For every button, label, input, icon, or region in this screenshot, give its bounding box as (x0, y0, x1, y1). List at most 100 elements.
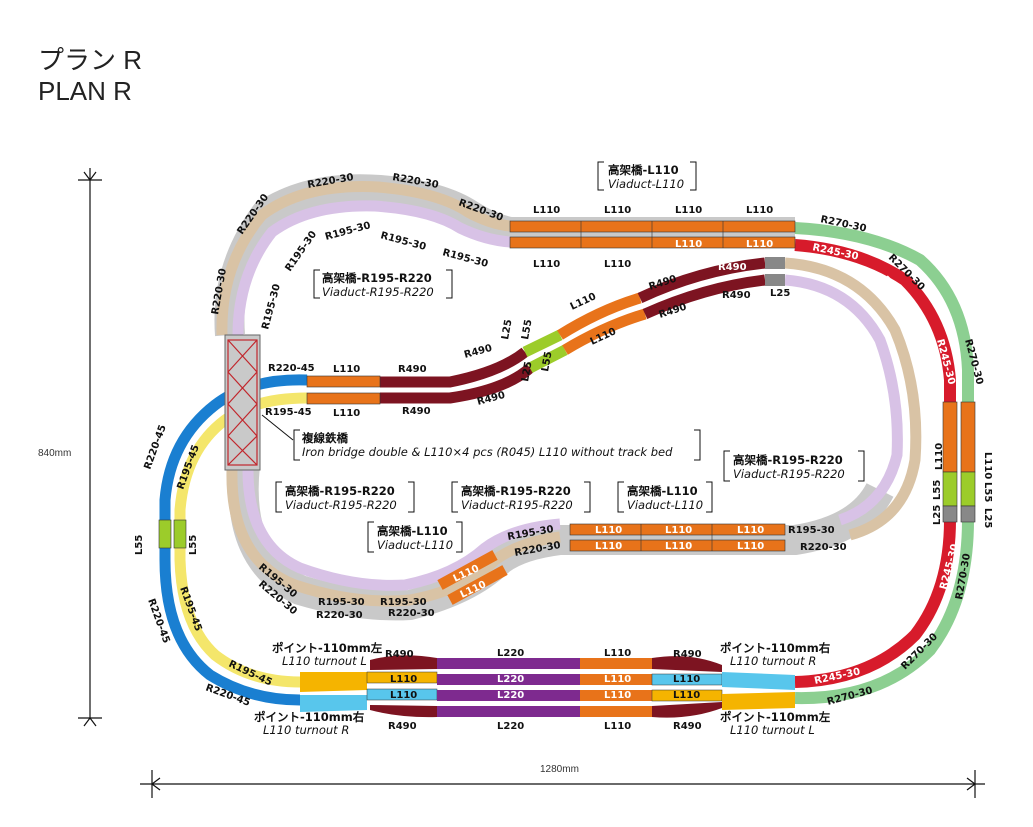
label-r490-yard-4: R490 (673, 721, 702, 732)
right-straights (942, 401, 976, 523)
l25-piece-top (765, 257, 785, 269)
label-l110-bridge-2: L110 (333, 408, 360, 419)
caption-viaduct-right: 高架橋-R195-R220 Viaduct-R195-R220 (723, 450, 865, 482)
label-l110-yard-3: L110 (604, 690, 631, 701)
label-l110-yard-8: L110 (673, 690, 700, 701)
label-l110-yard-4: L110 (604, 721, 631, 732)
caption-viaduct-right-jp: 高架橋-R195-R220 (733, 453, 843, 467)
label-l110-top-6: L110 (746, 239, 773, 250)
label-r195-30-low-d: R195-30 (318, 597, 365, 608)
track-labels: R220-30 R220-30 R220-30 R220-30 R220-30 … (134, 172, 993, 732)
plan-title-jp: プラン R (38, 45, 143, 75)
bottom-yard (300, 655, 795, 718)
caption-viaduct-low-jp: 高架橋-L110 (377, 524, 448, 538)
caption-viaduct-mid3: 高架橋-L110 Viaduct-L110 (617, 481, 713, 513)
caption-turnout-tl: ポイント-110mm左 L110 turnout L (272, 641, 383, 668)
label-l110-top-1: L110 (533, 205, 560, 216)
label-r195-30-b: R195-30 (324, 220, 372, 243)
label-r195-30-low-b: R195-30 (788, 525, 835, 536)
label-l220-yard-1: L220 (497, 648, 524, 659)
bridge-l110 (306, 375, 381, 405)
label-l110-yard-6: L110 (390, 690, 417, 701)
caption-viaduct-mid2-jp: 高架橋-R195-R220 (461, 484, 571, 498)
label-l110-top-3: L110 (675, 205, 702, 216)
label-r490-h: R490 (722, 290, 751, 301)
upper-r220-curves (216, 181, 511, 336)
label-l110-right-2: L110 (982, 452, 993, 479)
caption-viaduct-r195-left-en: Viaduct-R195-R220 (322, 285, 434, 299)
label-l25-a: L25 (500, 319, 514, 341)
label-l55-left-1: L55 (134, 535, 145, 555)
top-l110-straights (509, 220, 796, 249)
label-l110-diag-1: L110 (569, 291, 598, 313)
label-l110-low-1: L110 (595, 525, 622, 536)
label-l110-top-8: L110 (604, 259, 631, 270)
caption-turnout-bl: ポイント-110mm右 L110 turnout R (254, 710, 365, 737)
label-l220-yard-4: L220 (497, 721, 524, 732)
label-l55-right-2: L55 (982, 482, 993, 502)
diagonal-tracks (380, 257, 766, 404)
label-r220-30-low-b: R220-30 (800, 542, 847, 553)
caption-bridge-en: Iron bridge double & L110×4 pcs (R045) L… (302, 445, 673, 459)
label-l25-right-1: L25 (932, 505, 943, 525)
label-r195-45-top: R195-45 (265, 407, 312, 418)
caption-viaduct-top-jp: 高架橋-L110 (608, 163, 679, 177)
label-l110-yard-2: L110 (604, 674, 631, 685)
label-l25-b: L25 (520, 361, 534, 383)
label-l110-bridge-1: L110 (333, 364, 360, 375)
right-inner-curves (784, 257, 922, 541)
label-r220-30-low-d: R220-30 (316, 610, 363, 621)
caption-viaduct-low-en: Viaduct-L110 (377, 538, 453, 552)
caption-viaduct-mid3-en: Viaduct-L110 (627, 498, 703, 512)
caption-iron-bridge: 複線鉄橋 Iron bridge double & L110×4 pcs (R0… (261, 414, 701, 461)
label-l110-low-5: L110 (665, 541, 692, 552)
width-label: 1280mm (540, 764, 579, 775)
caption-viaduct-mid2-en: Viaduct-R195-R220 (461, 498, 573, 512)
upper-r195-curves (232, 200, 511, 336)
lower-inner-curves (226, 469, 561, 607)
caption-viaduct-low: 高架橋-L110 Viaduct-L110 (367, 521, 463, 553)
caption-turnout-br-jp: ポイント-110mm左 (720, 710, 831, 724)
caption-turnout-tr-jp: ポイント-110mm右 (720, 641, 831, 655)
label-l110-top-4: L110 (746, 205, 773, 216)
width-dimension (140, 770, 985, 798)
label-r195-30-c: R195-30 (379, 230, 427, 253)
label-l55-left-2: L55 (188, 535, 199, 555)
label-r490-yard-1: R490 (385, 649, 414, 660)
label-l220-yard-2: L220 (497, 674, 524, 685)
label-l110-top-5: L110 (675, 239, 702, 250)
label-r490-g: R490 (718, 262, 747, 273)
caption-viaduct-right-en: Viaduct-R195-R220 (733, 467, 845, 481)
label-r490-b: R490 (402, 406, 431, 417)
label-r220-45-top: R220-45 (268, 363, 315, 374)
caption-turnout-bl-en: L110 turnout R (263, 723, 349, 737)
label-r220-30-low-c: R220-30 (388, 608, 435, 619)
l25-piece-mid (765, 274, 785, 286)
label-l110-yard-1: L110 (604, 648, 631, 659)
caption-viaduct-mid3-jp: 高架橋-L110 (627, 484, 698, 498)
caption-viaduct-mid1: 高架橋-R195-R220 Viaduct-R195-R220 (275, 481, 415, 513)
label-l110-low-4: L110 (595, 541, 622, 552)
label-l110-yard-5: L110 (390, 674, 417, 685)
label-l25-c: L25 (770, 288, 790, 299)
caption-viaduct-top: 高架橋-L110 Viaduct-L110 (597, 161, 697, 191)
label-l110-yard-7: L110 (673, 674, 700, 685)
height-dimension (78, 168, 102, 727)
label-r195-30-a: R195-30 (283, 229, 319, 274)
label-l55-b: L55 (540, 351, 554, 373)
caption-turnout-bl-jp: ポイント-110mm右 (254, 710, 365, 724)
left-l55-pieces (158, 519, 187, 549)
caption-bridge-jp: 複線鉄橋 (301, 431, 348, 445)
label-r245-30-f: R245-30 (813, 666, 861, 686)
label-l25-right-2: L25 (982, 508, 993, 528)
caption-viaduct-mid1-jp: 高架橋-R195-R220 (285, 484, 395, 498)
caption-turnout-br-en: L110 turnout L (730, 723, 815, 737)
label-r220-45-left: R220-45 (142, 423, 168, 471)
label-r195-30-e: R195-30 (260, 283, 283, 331)
caption-viaduct-r195-left-jp: 高架橋-R195-R220 (322, 271, 432, 285)
caption-turnout-tr: ポイント-110mm右 L110 turnout R (720, 641, 831, 668)
label-l220-yard-3: L220 (497, 690, 524, 701)
label-l110-low-2: L110 (665, 525, 692, 536)
caption-viaduct-r195-left: 高架橋-R195-R220 Viaduct-R195-R220 (313, 269, 453, 299)
label-r490-yard-2: R490 (388, 721, 417, 732)
